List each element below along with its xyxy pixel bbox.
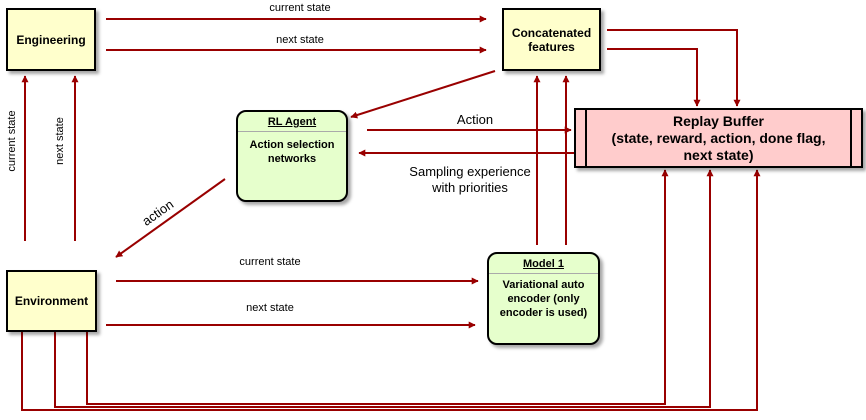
replay-buffer-node: Replay Buffer (state, reward, action, do… [574, 108, 863, 168]
engineering-label: Engineering [16, 32, 86, 47]
replay-buffer-fields-cont: next state) [683, 146, 754, 163]
model-1-node: Model 1 Variational auto encoder (only e… [487, 252, 600, 345]
label-eng-concat-next: next state [276, 34, 324, 46]
arrow-concat-buffer-1 [607, 29, 741, 107]
arrow-concat-agent [350, 70, 496, 119]
label-env-eng-current: current state [6, 110, 18, 172]
label-sampling-line2: with priorities [432, 180, 508, 195]
model-1-body: Variational auto encoder (only encoder i… [499, 279, 588, 319]
label-env-model-current: current state [239, 256, 301, 268]
label-env-eng-next: next state [54, 117, 66, 165]
concatenated-features-node: Concatenated features [502, 8, 601, 71]
engineering-node: Engineering [6, 8, 96, 71]
environment-node: Environment [6, 270, 97, 332]
arrow-agent-env-action [115, 178, 226, 258]
replay-buffer-title: Replay Buffer [672, 112, 765, 129]
label-env-model-next: next state [246, 302, 294, 314]
replay-buffer-fields: (state, reward, action, done flag, [611, 129, 826, 146]
model-1-title: Model 1 [489, 254, 598, 274]
label-sampling-line1: Sampling experience [409, 164, 531, 179]
rl-agent-title: RL Agent [238, 112, 346, 132]
arrow-concat-buffer-2 [607, 48, 701, 107]
concatenated-features-label: Concatenated features [511, 25, 592, 54]
arrow-env-buffer-2 [54, 169, 714, 408]
rl-agent-body: Action selection networks [249, 139, 335, 165]
arrow-env-buffer-3 [86, 169, 669, 405]
label-agent-buffer-action: Action [456, 112, 494, 127]
rl-agent-node: RL Agent Action selection networks [236, 110, 348, 202]
label-eng-concat-current: current state [269, 2, 331, 14]
arrow-env-buffer-1 [21, 169, 761, 411]
environment-label: Environment [14, 294, 89, 308]
